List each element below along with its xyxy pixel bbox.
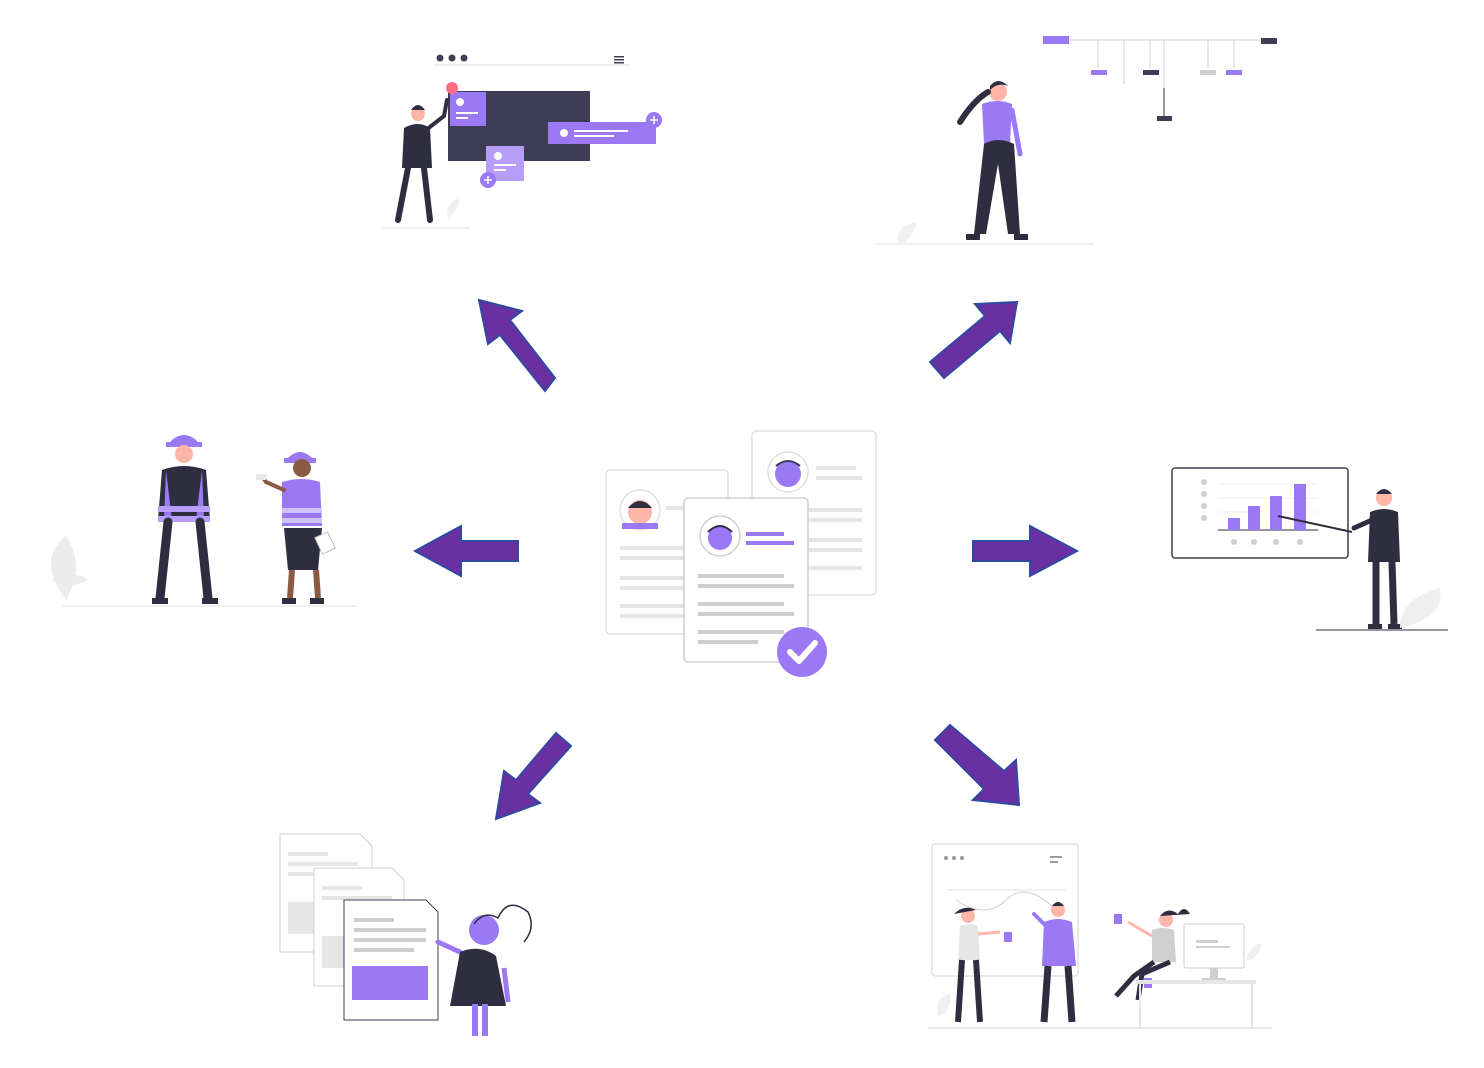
scene-team-whiteboard [926,840,1278,1032]
scene-dashboard-builder [378,48,668,234]
resume-doc-front [683,497,809,663]
scene-documents [274,828,550,1040]
scene-presentation [1168,462,1452,638]
woman-figure [435,904,532,1036]
scene-org-chart [872,30,1284,248]
presentation-board [1171,467,1349,559]
dashboard-card-right [548,122,656,144]
person-figure [395,98,449,223]
arrow-up-left [477,298,557,393]
center-resumes-illustration [600,428,882,680]
arrow-down-left [494,731,573,821]
worker-right-figure [256,452,336,604]
arrow-down-right [933,723,1021,807]
document-front [343,899,439,1021]
computer-monitor-icon [1183,923,1245,981]
arrow-up-right [928,300,1019,380]
arrow-right [972,524,1080,578]
bar-chart-icon [1228,484,1306,530]
woman-figure [957,81,1028,240]
browser-window-icon [434,54,630,66]
menu-icon [614,56,624,64]
pin-icon [446,82,458,94]
scene-workers [44,430,362,610]
plus-icon [646,112,662,128]
dashboard-card-left [450,92,486,126]
person-middle-figure [1032,902,1076,1023]
person-seated-figure [1114,909,1190,1001]
checkmark-icon [777,627,827,677]
presenter-figure [1351,489,1402,629]
org-chart [1043,36,1277,121]
arrow-left [412,524,519,578]
person-left-figure [954,907,1012,1023]
plus-icon [480,172,496,188]
worker-left-figure [152,435,218,604]
